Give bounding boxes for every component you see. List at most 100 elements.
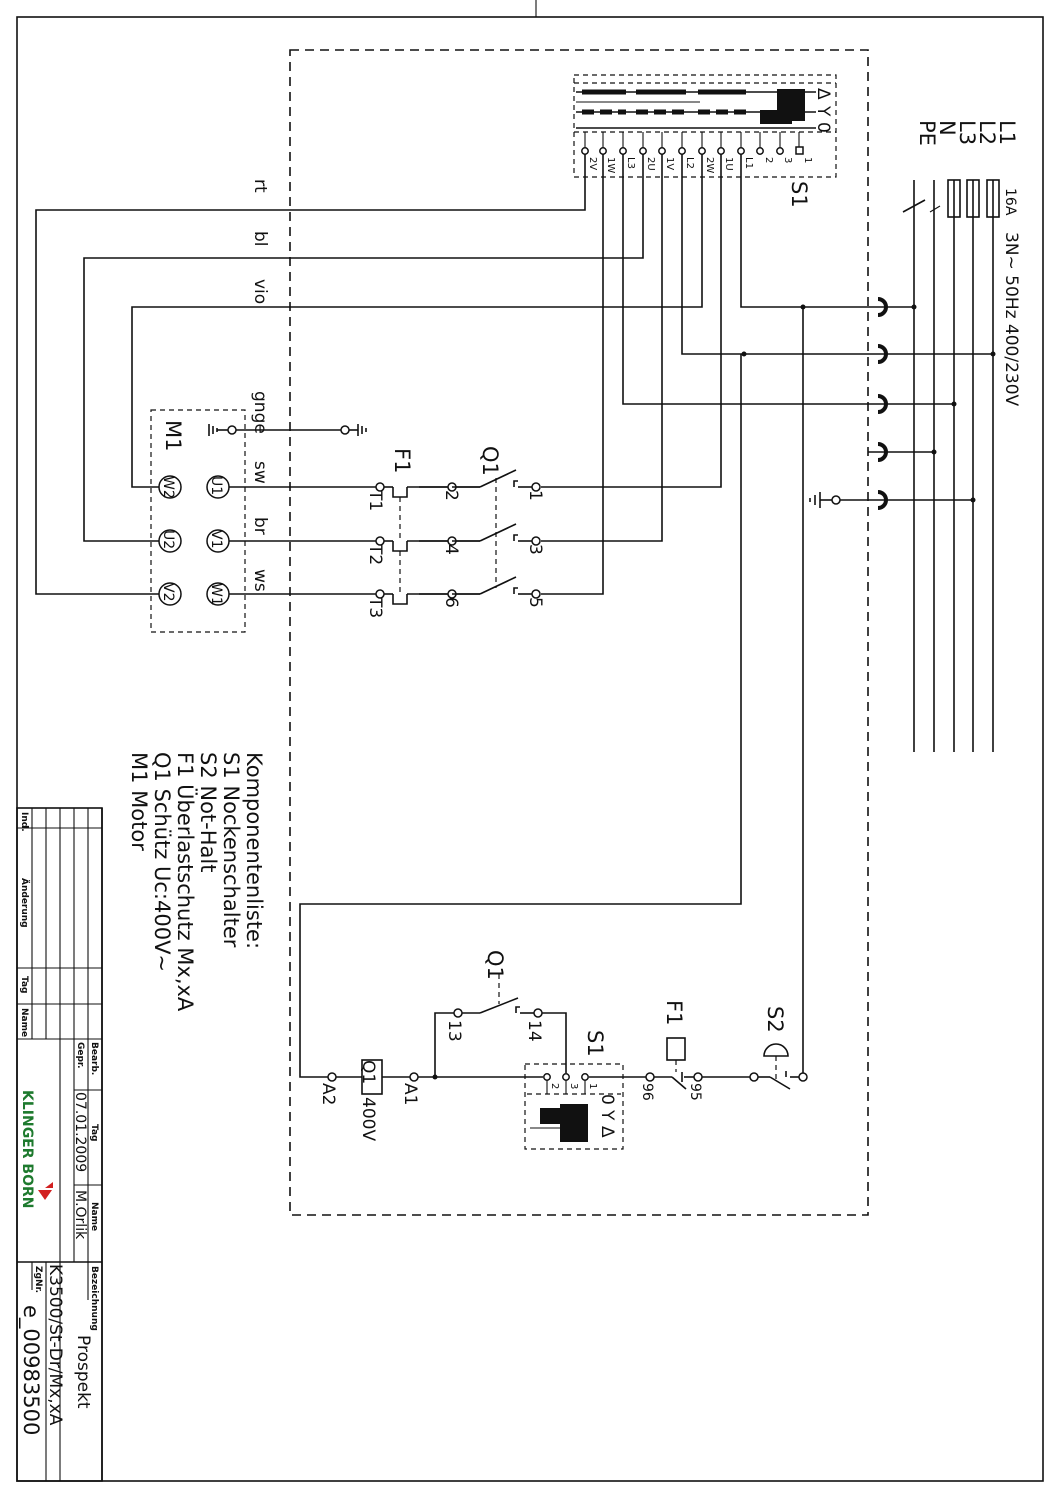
overload-tag: F1 — [390, 448, 414, 473]
fuse-l1 — [986, 179, 1000, 218]
motor-term-v2: V2 — [160, 583, 176, 601]
s1-ctrl-pos-off: 0 — [597, 1094, 617, 1105]
sheet-frame — [16, 0, 1044, 1482]
power-wiring — [35, 154, 868, 1075]
overload-term-t1: T1 — [365, 489, 385, 511]
s1-ctrl-term-3: 3 — [568, 1083, 579, 1089]
coil-tag: Q1 — [358, 1060, 378, 1084]
s1-term-l1: L1 — [743, 157, 754, 169]
s2-tag: S2 — [763, 1006, 787, 1033]
wire-color-gnge: gnge — [250, 391, 270, 434]
component-item-s2: S2 Not-Halt — [196, 752, 220, 872]
aux-q1-tag: Q1 — [483, 950, 507, 980]
s1-term-l2: L2 — [684, 157, 695, 169]
wire-color-bl: bl — [250, 231, 270, 247]
f1-aux-tag: F1 — [662, 1000, 686, 1025]
tb-zgnr-label: ZgNr. — [33, 1266, 43, 1293]
contactor-term-1: 1 — [525, 490, 545, 501]
wire-color-vio: vio — [250, 279, 270, 304]
tb-zgnr-value: e_00983500 — [18, 1305, 43, 1435]
fuse-rating: 16A — [1002, 188, 1018, 216]
line-label-l3: L3 — [955, 120, 979, 145]
s1-term-1: 1 — [802, 157, 813, 163]
component-item-m1: M1 Motor — [127, 752, 151, 851]
supply-connectors — [809, 297, 996, 510]
s1-ctrl-tag: S1 — [583, 1030, 607, 1057]
tb-bez-label: Bezeichnung — [89, 1266, 99, 1331]
wire-color-ws: ws — [250, 569, 270, 592]
s1-ctrl-pos-star: Y — [597, 1109, 617, 1121]
line-label-l2: L2 — [975, 120, 999, 145]
supply-spec: 3N~ 50Hz 400/230V — [1001, 232, 1021, 407]
fuse-l3 — [947, 179, 961, 218]
overload-term-4: 4 — [441, 544, 461, 555]
s1-term-l3: L3 — [625, 157, 636, 169]
s1-ctrl-pos-delta: Δ — [597, 1126, 617, 1138]
s1-term-1v: 1V — [664, 157, 675, 170]
component-list-heading: Komponentenliste: — [242, 752, 266, 949]
s1-term-2w: 2W — [704, 157, 715, 173]
contactor-term-5: 5 — [525, 597, 545, 608]
s1-term-2u: 2U — [645, 157, 656, 171]
fuse-l2 — [966, 179, 980, 218]
s1-pos-delta: Δ — [813, 88, 833, 100]
component-item-s1: S1 Nockenschalter — [219, 752, 243, 948]
title-block — [16, 807, 103, 1482]
tb-hdr-tag: Tag — [89, 1124, 99, 1142]
tb-type: K3500/St-Dr/Mx,xA — [45, 1264, 65, 1426]
s1-ctrl-term-2: 2 — [549, 1083, 560, 1089]
s1-tag: S1 — [787, 181, 811, 208]
tb-col-aenderung: Änderung — [19, 878, 30, 928]
s1-pos-star: Y — [813, 105, 833, 117]
motor-m1 — [150, 409, 246, 633]
component-item-f1: F1 Überlastschutz Mx,xA — [173, 752, 198, 1012]
overload-term-6: 6 — [441, 597, 461, 608]
contactor-tag: Q1 — [478, 446, 502, 476]
motor-term-w2: W2 — [160, 476, 176, 499]
tb-bez-value: Prospekt — [73, 1335, 93, 1409]
control-circuit — [299, 354, 808, 1150]
tb-company-logo: KLINGER BORN — [19, 1090, 35, 1208]
overload-term-2: 2 — [441, 490, 461, 501]
tb-col-ind: Ind. — [19, 812, 29, 832]
s1-term-3: 3 — [782, 157, 793, 163]
motor-tag: M1 — [161, 420, 185, 451]
line-label-l1: L1 — [995, 120, 1019, 145]
motor-term-u1: U1 — [208, 476, 224, 495]
s1-ctrl-term-1: 1 — [587, 1083, 598, 1089]
coil-term-a2: A2 — [318, 1083, 338, 1105]
s1-term-2v: 2V — [587, 157, 598, 170]
aux-q1-term-14: 14 — [524, 1020, 544, 1042]
coil-term-a1: A1 — [400, 1083, 420, 1105]
tb-author: M.Orlik — [72, 1190, 88, 1240]
tb-col-tag: Tag — [19, 976, 29, 994]
tb-row-bearb: Bearb. — [89, 1042, 99, 1075]
wire-color-sw: sw — [250, 461, 270, 484]
contactor-term-3: 3 — [525, 544, 545, 555]
tb-date: 07.01.2009 — [72, 1092, 88, 1172]
motor-term-w1: W1 — [208, 583, 224, 606]
overload-term-t2: T2 — [365, 543, 385, 565]
s1-pos-off: 0 — [813, 122, 833, 133]
wire-color-br: br — [250, 517, 270, 535]
wire-color-rt: rt — [250, 179, 270, 193]
coil-voltage: 400V — [358, 1097, 378, 1141]
motor-term-u2: U2 — [160, 530, 176, 549]
tb-hdr-name: Name — [89, 1202, 99, 1231]
component-item-q1: Q1 Schütz Uc:400V~ — [150, 752, 174, 972]
s1-cam-switch — [573, 74, 837, 178]
f1-aux-term-96: 96 — [639, 1083, 655, 1101]
f1-aux-term-95: 95 — [687, 1083, 703, 1101]
tb-col-name: Name — [19, 1008, 29, 1037]
overload-term-t3: T3 — [365, 596, 385, 618]
tb-row-gepr: Gepr. — [75, 1042, 85, 1069]
motor-term-v1: V1 — [208, 530, 224, 548]
contactor-q1-main — [452, 469, 541, 599]
aux-q1-term-13: 13 — [444, 1020, 464, 1042]
s1-term-1w: 1W — [605, 157, 616, 173]
supply-lines — [902, 179, 1000, 752]
s1-term-2: 2 — [763, 157, 774, 163]
line-label-pe: PE — [915, 120, 939, 146]
s1-term-1u: 1U — [723, 157, 734, 171]
